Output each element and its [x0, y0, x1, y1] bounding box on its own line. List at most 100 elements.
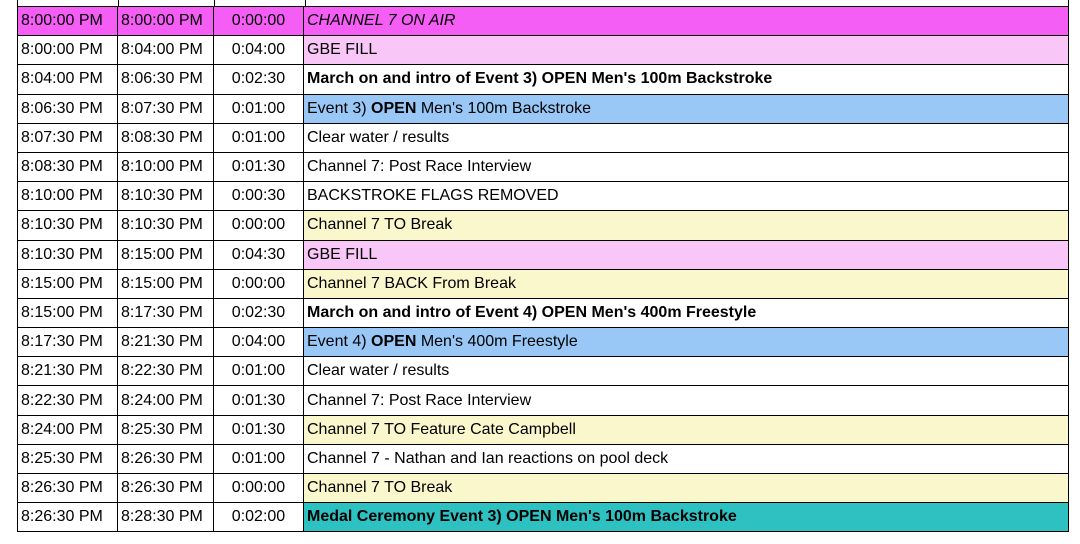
duration-cell[interactable]: 0:00:30	[213, 181, 304, 212]
duration-cell[interactable]: 0:01:30	[213, 151, 304, 183]
end-time-cell[interactable]: 8:08:30 PM	[117, 122, 214, 153]
start-time-cell[interactable]: 8:10:30 PM	[17, 239, 118, 270]
end-time-cell[interactable]: 8:28:30 PM	[117, 502, 214, 533]
description-text: March on and intro of Event 3) OPEN Men'…	[307, 70, 773, 88]
description-cell[interactable]: Event 3) OPEN Men's 100m Backstroke	[303, 93, 1069, 124]
start-time-cell[interactable]: 8:07:30 PM	[17, 122, 118, 153]
description-cell[interactable]: Channel 7 TO Break	[303, 472, 1069, 504]
duration-cell[interactable]: 0:01:30	[213, 414, 304, 445]
start-time-cell[interactable]: 8:24:00 PM	[17, 414, 118, 445]
start-time-cell[interactable]: 8:10:00 PM	[17, 181, 118, 212]
end-time-cell[interactable]: 8:15:00 PM	[117, 239, 214, 270]
description-cell[interactable]: CHANNEL 7 ON AIR	[303, 5, 1069, 37]
start-time-cell[interactable]: 8:21:30 PM	[17, 356, 118, 387]
description-cell[interactable]: March on and intro of Event 3) OPEN Men'…	[303, 64, 1069, 95]
end-time-cell[interactable]: 8:10:30 PM	[117, 181, 214, 212]
end-time-cell[interactable]: 8:17:30 PM	[117, 297, 214, 329]
start-time-cell[interactable]: 8:26:30 PM	[17, 502, 118, 533]
duration-cell[interactable]: 0:00:00	[213, 5, 304, 37]
duration-cell[interactable]: 0:02:30	[213, 64, 304, 95]
start-time-cell[interactable]: 8:17:30 PM	[17, 327, 118, 358]
description-cell[interactable]: Channel 7 TO Feature Cate Campbell	[303, 414, 1069, 445]
description-cell[interactable]: GBE FILL	[303, 35, 1069, 66]
duration-cell[interactable]: 0:00:00	[213, 210, 304, 241]
end-time-cell[interactable]: 8:15:00 PM	[117, 268, 214, 299]
duration-cell[interactable]: 0:04:00	[213, 35, 304, 66]
end-time-cell[interactable]: 8:25:30 PM	[117, 414, 214, 445]
start-time-cell[interactable]: 8:26:30 PM	[17, 472, 118, 504]
end-time-cell[interactable]: 8:07:30 PM	[117, 93, 214, 124]
duration-cell[interactable]: 0:02:30	[213, 297, 304, 329]
description-text: Event 4)	[307, 333, 372, 351]
description-text: Clear water / results	[307, 362, 450, 380]
duration-cell[interactable]: 0:02:00	[213, 502, 304, 533]
end-time-cell[interactable]: 8:10:30 PM	[117, 210, 214, 241]
start-time-cell[interactable]: 8:04:00 PM	[17, 64, 118, 95]
duration-cell[interactable]: 0:01:00	[213, 93, 304, 124]
start-time-cell[interactable]: 8:15:00 PM	[17, 268, 118, 299]
end-time-cell[interactable]: 8:21:30 PM	[117, 327, 214, 358]
duration-cell[interactable]: 0:01:00	[213, 443, 304, 475]
description-cell[interactable]: Channel 7 TO Break	[303, 210, 1069, 241]
start-time-cell[interactable]: 8:15:00 PM	[17, 297, 118, 329]
duration-cell[interactable]: 0:01:00	[213, 356, 304, 387]
duration-cell[interactable]: 0:00:00	[213, 472, 304, 504]
description-cell[interactable]: Channel 7: Post Race Interview	[303, 151, 1069, 183]
description-text: Clear water / results	[307, 128, 450, 146]
description-cell[interactable]: Channel 7 - Nathan and Ian reactions on …	[303, 443, 1069, 475]
start-time-cell[interactable]: 8:00:00 PM	[17, 35, 118, 66]
start-time-cell[interactable]: 8:25:30 PM	[17, 443, 118, 475]
end-time-cell[interactable]: 8:26:30 PM	[117, 443, 214, 475]
description-cell[interactable]: March on and intro of Event 4) OPEN Men'…	[303, 297, 1069, 329]
description-cell[interactable]: Clear water / results	[303, 122, 1069, 153]
description-cell[interactable]: Medal Ceremony Event 3) OPEN Men's 100m …	[303, 502, 1069, 533]
description-cell[interactable]: Event 4) OPEN Men's 400m Freestyle	[303, 327, 1069, 358]
duration-cell[interactable]: 0:01:00	[213, 122, 304, 153]
end-time-cell[interactable]: 8:24:00 PM	[117, 385, 214, 416]
duration-cell[interactable]: 0:00:00	[213, 268, 304, 299]
description-cell[interactable]: Clear water / results	[303, 356, 1069, 387]
description-text: GBE FILL	[307, 41, 378, 59]
start-time-cell[interactable]: 8:22:30 PM	[17, 385, 118, 416]
end-time-cell[interactable]: 8:06:30 PM	[117, 64, 214, 95]
description-cell[interactable]: Channel 7: Post Race Interview	[303, 385, 1069, 416]
description-text: GBE FILL	[307, 245, 378, 263]
description-bold-text: OPEN	[371, 99, 417, 117]
description-cell[interactable]: GBE FILL	[303, 239, 1069, 270]
end-time-cell[interactable]: 8:00:00 PM	[117, 5, 214, 37]
end-time-cell[interactable]: 8:10:00 PM	[117, 151, 214, 183]
fragment-cell	[17, 0, 119, 6]
start-time-cell[interactable]: 8:00:00 PM	[17, 5, 118, 37]
end-time-cell[interactable]: 8:04:00 PM	[117, 35, 214, 66]
description-cell[interactable]: BACKSTROKE FLAGS REMOVED	[303, 181, 1069, 212]
duration-cell[interactable]: 0:04:30	[213, 239, 304, 270]
start-time-cell[interactable]: 8:10:30 PM	[17, 210, 118, 241]
description-cell[interactable]: Channel 7 BACK From Break	[303, 268, 1069, 299]
description-text: Medal Ceremony Event 3) OPEN Men's 100m …	[307, 508, 737, 526]
end-time-cell[interactable]: 8:22:30 PM	[117, 356, 214, 387]
start-time-cell[interactable]: 8:06:30 PM	[17, 93, 118, 124]
duration-cell[interactable]: 0:01:30	[213, 385, 304, 416]
end-time-cell[interactable]: 8:26:30 PM	[117, 472, 214, 504]
duration-cell[interactable]: 0:04:00	[213, 327, 304, 358]
start-time-cell[interactable]: 8:08:30 PM	[17, 151, 118, 183]
